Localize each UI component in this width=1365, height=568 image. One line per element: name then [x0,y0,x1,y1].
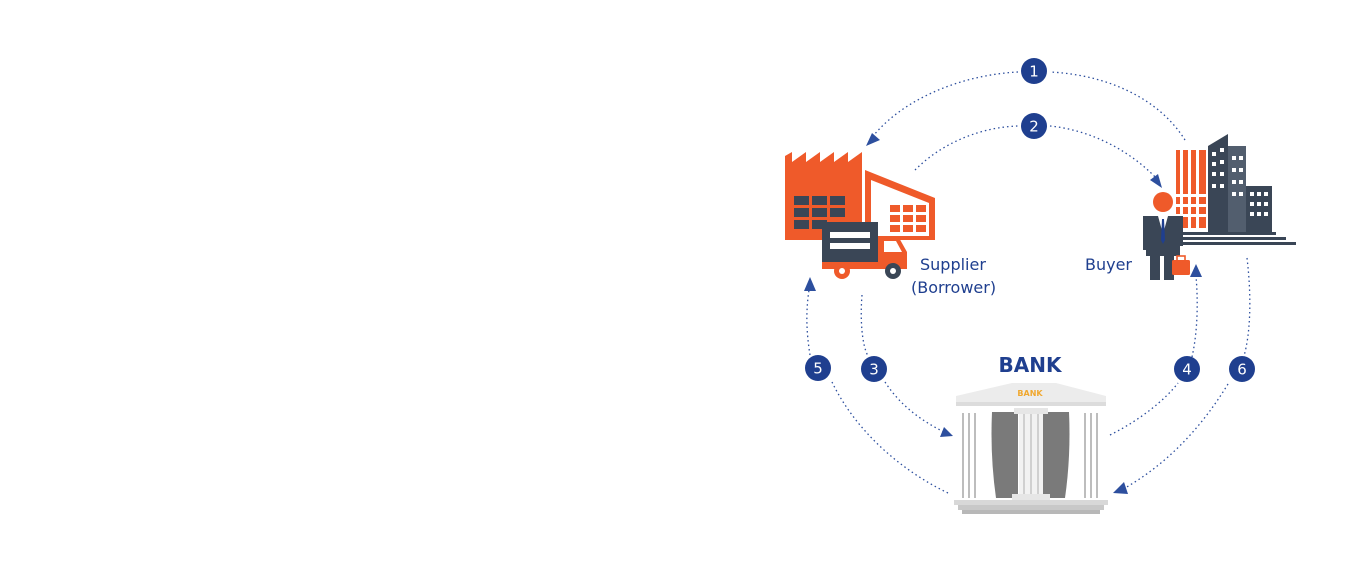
bank-building-icon: BANK [954,383,1108,514]
step-badge-2: 2 [1021,113,1047,139]
step-badge-5: 5 [805,355,831,381]
flow-line-step-1 [869,71,1186,141]
flow-line-step-6 [1124,257,1251,489]
bank-sign: BANK [1017,389,1043,398]
arrowhead-step-2 [1150,174,1162,188]
step-number-2: 2 [1029,118,1039,136]
delivery-truck-icon [822,222,907,279]
flow-line-step-5 [806,289,949,494]
office-buildings-icon [1176,134,1296,245]
briefcase-icon [1172,255,1190,275]
step-number-5: 5 [813,360,823,378]
step-number-1: 1 [1029,63,1039,81]
arrowhead-step-6 [1113,482,1128,494]
arrowhead-step-3 [940,427,953,437]
step-number-3: 3 [869,361,879,379]
bank-label: BANK [999,353,1063,377]
supplier-sublabel: (Borrower) [911,278,996,297]
step-number-6: 6 [1237,361,1247,379]
step-badge-1: 1 [1021,58,1047,84]
buyer-label: Buyer [1085,255,1132,274]
businessman-icon [1143,192,1183,280]
step-number-4: 4 [1182,361,1192,379]
factory-icon [785,152,935,240]
supplier-label: Supplier [920,255,986,274]
step-badge-3: 3 [861,356,887,382]
arrowhead-step-5 [804,277,816,291]
step-badge-6: 6 [1229,356,1255,382]
step-badge-4: 4 [1174,356,1200,382]
flow-line-step-2 [914,125,1159,181]
arrowhead-step-4 [1190,264,1202,277]
flow-line-step-4 [1109,275,1198,436]
arrowhead-step-1 [866,133,880,146]
